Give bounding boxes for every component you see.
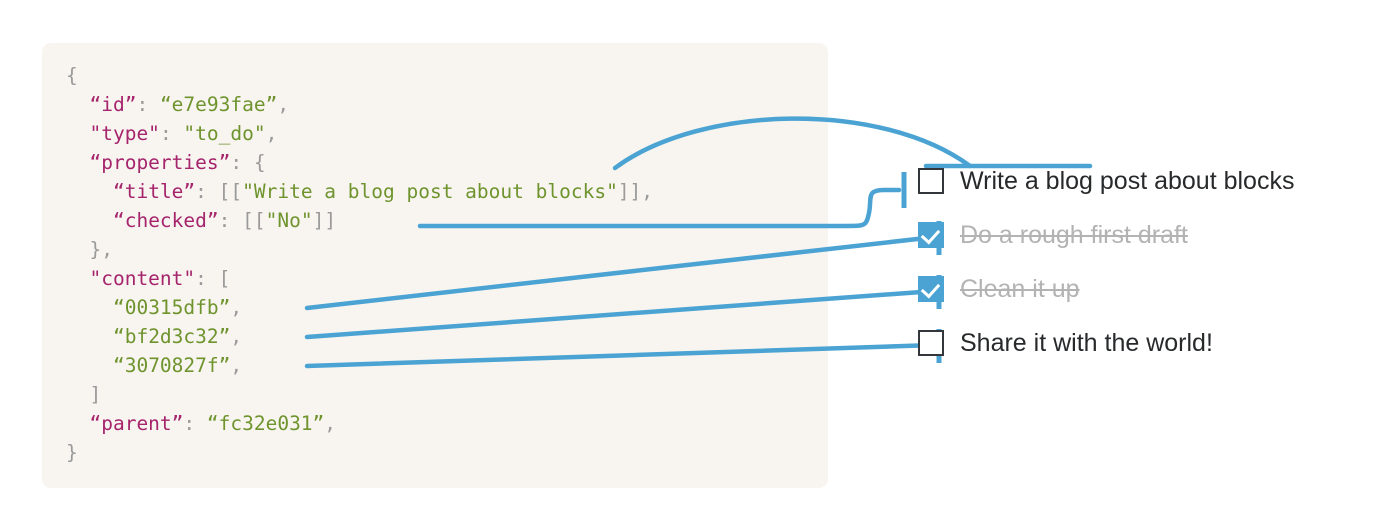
json-token: “bf2d3c32” xyxy=(112,325,231,348)
json-token: }, xyxy=(89,238,113,261)
json-token: “e7e93fae” xyxy=(159,93,278,116)
json-token: "Write a blog post about blocks" xyxy=(242,180,618,203)
json-line-1: “id”: “e7e93fae”, xyxy=(66,93,289,116)
json-token: , xyxy=(277,93,290,116)
json-token: ]] xyxy=(312,209,337,232)
json-line-3: “properties”: { xyxy=(66,151,266,174)
checkbox-unchecked-icon[interactable] xyxy=(918,330,944,356)
json-line-13: } xyxy=(66,441,78,464)
json-token: : xyxy=(159,122,184,145)
json-token: "content" xyxy=(89,267,196,290)
json-line-6: }, xyxy=(66,238,113,261)
json-token: “fc32e031” xyxy=(206,412,325,435)
todo-item-2-label[interactable]: Clean it up xyxy=(960,274,1080,303)
json-token: “parent” xyxy=(89,412,184,435)
json-token: , xyxy=(230,296,243,319)
json-token: : [[ xyxy=(218,209,266,232)
todo-item-3[interactable]: Share it with the world! xyxy=(906,324,1376,362)
json-line-5: “checked”: [["No"]] xyxy=(66,209,336,232)
json-token: , xyxy=(265,122,278,145)
json-token: : { xyxy=(230,151,266,174)
json-line-0: { xyxy=(66,64,78,87)
json-token: “00315dfb” xyxy=(112,296,231,319)
todo-item-3-label[interactable]: Share it with the world! xyxy=(960,328,1213,357)
todo-item-1[interactable]: Do a rough first draft xyxy=(906,216,1376,254)
json-token: ] xyxy=(89,383,102,406)
todo-item-0[interactable]: Write a blog post about blocks xyxy=(906,162,1376,200)
json-token: “properties” xyxy=(89,151,231,174)
json-line-8: “00315dfb”, xyxy=(66,296,242,319)
json-token: , xyxy=(324,412,337,435)
json-token: : xyxy=(183,412,207,435)
json-code-block: { “id”: “e7e93fae”, "type": "to_do", “pr… xyxy=(42,43,828,488)
json-token: , xyxy=(230,325,243,348)
json-token: "type" xyxy=(89,122,160,145)
json-line-9: “bf2d3c32”, xyxy=(66,325,242,348)
checkbox-checked-icon[interactable] xyxy=(918,222,944,248)
todo-list: Write a blog post about blocks Do a rough… xyxy=(906,162,1376,362)
json-token: ]], xyxy=(617,180,654,203)
json-code-text: { “id”: “e7e93fae”, "type": "to_do", “pr… xyxy=(66,61,653,467)
checkbox-checked-icon[interactable] xyxy=(918,276,944,302)
json-token: "No" xyxy=(265,209,313,232)
json-line-4: “title”: [["Write a blog post about bloc… xyxy=(66,180,653,203)
json-token: : [[ xyxy=(195,180,243,203)
json-token: : [ xyxy=(195,267,231,290)
json-token: “3070827f” xyxy=(112,354,231,377)
json-line-10: “3070827f”, xyxy=(66,354,242,377)
todo-item-2[interactable]: Clean it up xyxy=(906,270,1376,308)
json-line-2: "type": "to_do", xyxy=(66,122,277,145)
json-line-7: "content": [ xyxy=(66,267,230,290)
json-token: “id” xyxy=(89,93,137,116)
json-line-11: ] xyxy=(66,383,101,406)
json-token: “title” xyxy=(112,180,196,203)
json-token: { xyxy=(66,64,78,87)
json-token: : xyxy=(136,93,160,116)
json-token: "to_do" xyxy=(183,122,266,145)
todo-item-1-label[interactable]: Do a rough first draft xyxy=(960,220,1188,249)
todo-item-0-label[interactable]: Write a blog post about blocks xyxy=(960,166,1295,195)
json-token: “checked” xyxy=(112,209,219,232)
json-token: } xyxy=(66,441,78,464)
json-line-12: “parent”: “fc32e031”, xyxy=(66,412,336,435)
json-token: , xyxy=(230,354,243,377)
checkbox-unchecked-icon[interactable] xyxy=(918,168,944,194)
